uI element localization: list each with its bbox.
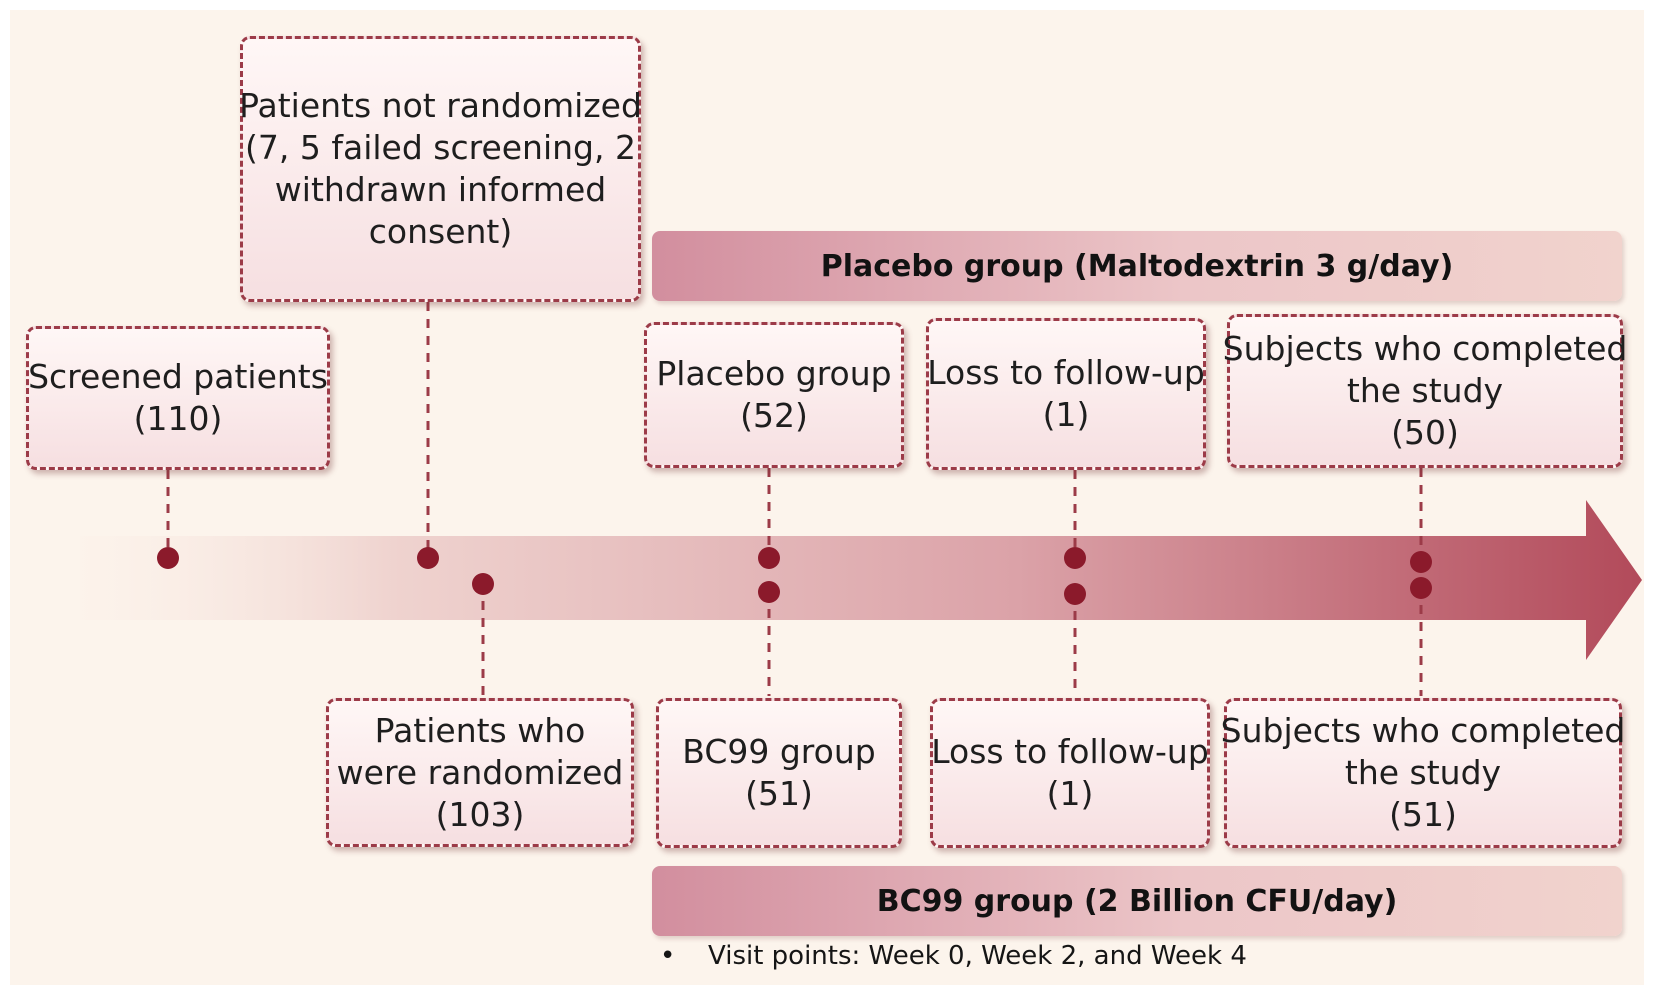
timeline-arrow xyxy=(80,500,1642,660)
box-line: Loss to follow-up xyxy=(931,732,1209,771)
box-line: Patients not randomized xyxy=(239,86,642,125)
band-bc99-group: BC99 group (2 Billion CFU/day) xyxy=(652,866,1622,936)
box-line: consent) xyxy=(368,212,513,251)
box-not-randomized: Patients not randomized (7, 5 failed scr… xyxy=(239,36,642,302)
box-line: (1) xyxy=(1042,395,1090,434)
dot-loss-top xyxy=(1064,547,1086,569)
box-line: BC99 group xyxy=(682,732,876,771)
box-line: (1) xyxy=(1046,774,1094,813)
box-line: the study xyxy=(1346,371,1504,410)
box-line: Loss to follow-up xyxy=(927,353,1205,392)
box-loss-followup-bc99: Loss to follow-up (1) xyxy=(930,698,1210,848)
box-line: Patients who xyxy=(374,710,586,750)
box-completed-bc99: Subjects who completed the study (51) xyxy=(1221,698,1625,848)
box-line: (51) xyxy=(745,774,813,813)
visit-points-text: Visit points: Week 0, Week 2, and Week 4 xyxy=(708,941,1247,971)
visit-dots xyxy=(157,547,1432,605)
dot-screened xyxy=(157,547,179,569)
box-randomized: Patients who were randomized (103) xyxy=(326,698,634,847)
box-line: (103) xyxy=(435,794,525,834)
dot-loss-bottom xyxy=(1064,583,1086,605)
box-line: Placebo group xyxy=(656,354,892,393)
box-line: the study xyxy=(1344,753,1502,792)
box-line: Subjects who completed xyxy=(1222,329,1628,368)
box-bc99-group: BC99 group (51) xyxy=(656,698,902,848)
dot-completed-top xyxy=(1410,551,1432,573)
box-placebo-group: Placebo group (52) xyxy=(644,322,904,468)
box-line: (52) xyxy=(740,396,808,435)
box-line: (51) xyxy=(1389,795,1457,834)
bullet: • xyxy=(660,941,676,971)
box-line: Subjects who completed xyxy=(1220,711,1626,750)
box-completed-placebo: Subjects who completed the study (50) xyxy=(1223,314,1627,468)
box-line: Screened patients xyxy=(28,357,328,396)
dot-bc99 xyxy=(758,581,780,603)
visit-points-note: • Visit points: Week 0, Week 2, and Week … xyxy=(660,941,1247,971)
box-line: (110) xyxy=(133,399,223,438)
box-loss-followup-placebo: Loss to follow-up (1) xyxy=(926,318,1206,470)
box-line: (7, 5 failed screening, 2 xyxy=(245,128,636,167)
connector-lines xyxy=(166,302,1423,698)
dot-randomized xyxy=(472,573,494,595)
box-line: (50) xyxy=(1391,413,1459,452)
box-line: withdrawn informed xyxy=(274,170,607,209)
band-placebo-group: Placebo group (Maltodextrin 3 g/day) xyxy=(652,231,1622,301)
box-screened-patients: Screened patients (110) xyxy=(26,326,330,470)
dot-placebo xyxy=(758,547,780,569)
box-line: were randomized xyxy=(336,752,624,792)
dot-not-randomized xyxy=(417,547,439,569)
dot-completed-bottom xyxy=(1410,577,1432,599)
